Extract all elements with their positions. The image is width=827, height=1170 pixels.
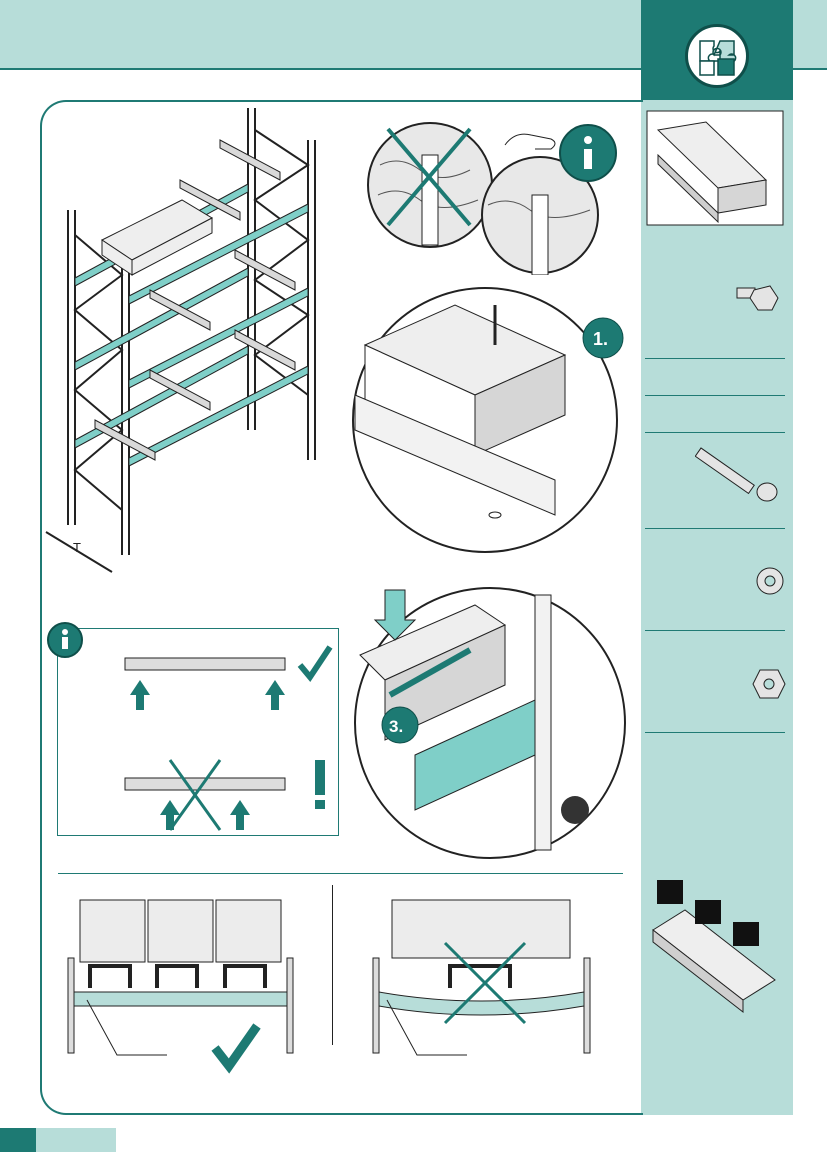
check-icon xyxy=(211,1023,261,1074)
check-icon xyxy=(297,645,333,683)
grain-check-illustration xyxy=(367,122,617,275)
assembly-step-1-illustration: 1. xyxy=(352,287,624,553)
assembly-step-3-illustration: 3. xyxy=(354,587,626,859)
sidebar-divider xyxy=(645,528,785,529)
rack-overview-illustration: T xyxy=(45,108,316,573)
load-distribution-correct-illustration xyxy=(67,899,294,1074)
puzzle-icon xyxy=(685,24,749,88)
pallet-support-illustration xyxy=(47,622,333,831)
step-3-label: 3. xyxy=(389,717,403,736)
pointing-hand-icon xyxy=(504,133,556,150)
content-frame xyxy=(40,100,643,1115)
sidebar-divider xyxy=(645,395,785,396)
footer-dark-bar xyxy=(0,1128,36,1152)
rack-dimension-label: T xyxy=(73,540,81,555)
bolt-and-nut-icon xyxy=(736,285,779,311)
hex-nut-icon xyxy=(752,669,786,699)
sidebar-divider xyxy=(645,358,785,359)
carriage-bolt-icon xyxy=(695,447,778,502)
step-1-label: 1. xyxy=(593,329,608,349)
vertical-divider xyxy=(332,885,333,1045)
exclamation-icon xyxy=(315,760,325,809)
washer-icon xyxy=(756,567,784,595)
load-distribution-incorrect-illustration xyxy=(372,899,591,1056)
sidebar-divider xyxy=(645,630,785,631)
example-timber-bearer-thumbnail xyxy=(646,110,784,226)
weights-on-beam-icon xyxy=(652,880,776,1014)
pallet-support-box xyxy=(57,628,339,836)
sidebar-divider xyxy=(645,732,785,733)
footer-light-bar xyxy=(36,1128,116,1152)
sidebar-divider xyxy=(645,432,785,433)
section-divider xyxy=(58,873,623,874)
